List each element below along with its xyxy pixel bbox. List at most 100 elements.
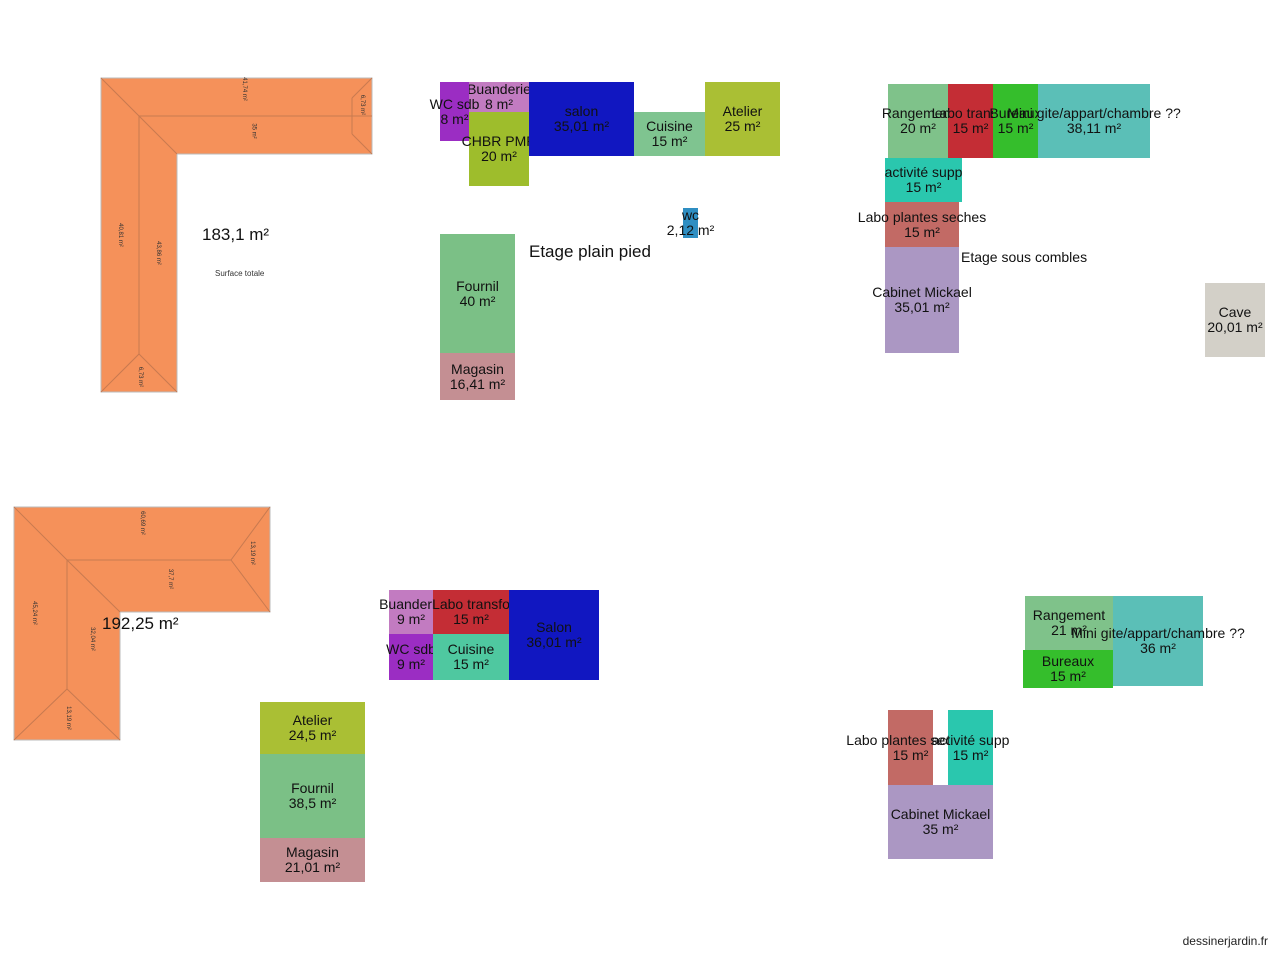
room-area: 36 m² [1140,640,1176,656]
room-bureaux-2[interactable]: Bureaux 15 m² [1023,650,1113,688]
room-area: 2,12 m² [666,222,715,238]
room-area: 9 m² [397,611,425,627]
room-wc-sdb[interactable]: WC sdb 8 m² [430,82,479,141]
room-area: 8 m² [440,110,469,127]
room-area: 20,01 m² [1207,319,1263,335]
room-magasin[interactable]: Magasin 16,41 m² [440,353,515,400]
room-name: Magasin [286,844,339,860]
room-area: 15 m² [952,746,989,763]
floor-label-ground: Etage plain pied [529,242,651,261]
room-area: 15 m² [1050,668,1086,684]
room-area: 38,11 m² [1066,120,1122,136]
room-area: 16,41 m² [449,375,506,392]
room-name: Fournil [291,780,334,796]
room-name: Cuisine [646,118,693,134]
room-name: WC sdb [429,95,480,112]
room-mini-gite-2[interactable]: Mini gite/appart/chambre ?? 36 m² [1071,596,1245,686]
room-labo-transfo[interactable]: Labo transfo 15 m² [932,84,1009,158]
room-name: Atelier [722,103,763,119]
room-area: 8 m² [485,96,513,112]
room-atelier-2[interactable]: Atelier 24,5 m² [260,702,365,754]
room-area: 38,5 m² [288,795,337,811]
room-area: 25 m² [724,118,761,134]
room-name: Labo plantes seches [846,731,975,748]
room-wc[interactable]: wc 2,12 m² [667,207,714,238]
room-area: 35,01 m² [894,299,950,315]
total-area-2: 192,25 m² [102,614,179,633]
room-rangement[interactable]: Rangement 20 m² [882,84,954,158]
room-name: salon [564,103,599,119]
room-area: 21,01 m² [284,859,341,875]
room-bureaux[interactable]: Bureaux 15 m² [989,84,1042,158]
room-area: 15 m² [905,179,942,195]
room-chbr-pmr[interactable]: CHBR PMR 20 m² [462,112,536,186]
brand-watermark: dessinerjardin.fr [1182,934,1268,948]
room-name: Salon [536,619,572,635]
room-name: Magasin [451,360,504,377]
room-cave[interactable]: Cave 20,01 m² [1205,283,1265,357]
room-buanderie[interactable]: Buanderie 8 m² [467,81,531,112]
room-area: 15 m² [904,223,940,240]
room-area: 15 m² [892,746,929,763]
room-area: 15 m² [453,656,489,672]
room-area: 9 m² [397,656,425,672]
room-name: Rangement [1032,607,1106,623]
room-buanderie-2[interactable]: Buanderie 9 m² [379,590,443,634]
room-name: Buanderie [379,596,443,612]
room-cabinet-mickael[interactable]: Cabinet Mickael 35,01 m² [872,247,972,353]
room-area: 15 m² [997,120,1034,136]
room-area: 40 m² [459,292,496,309]
room-name: activité supp [884,164,963,180]
room-name: Labo transfo [432,596,510,612]
total-area-label: Surface totale [215,269,265,278]
room-name: Labo plantes seches [857,208,987,225]
room-salon[interactable]: salon 35,01 m² [529,82,634,156]
room-fournil-2[interactable]: Fournil 38,5 m² [260,754,365,838]
room-area: 20 m² [481,148,517,164]
room-area: 24,5 m² [288,727,337,743]
floor-label-attic: Etage sous combles [961,249,1088,265]
room-name: Cabinet Mickael [890,806,991,822]
room-salon-2[interactable]: Salon 36,01 m² [509,590,599,680]
room-name: Bureaux [1041,653,1095,669]
room-labo-plantes[interactable]: Labo plantes seches 15 m² [858,202,986,247]
room-name: CHBR PMR [461,133,537,149]
room-name: Cuisine [447,641,495,657]
room-name: Mini gite/appart/chambre ?? [1007,105,1181,121]
room-name: Mini gite/appart/chambre ?? [1071,625,1245,641]
room-name: Buanderie [467,81,531,97]
segment-label: 37,7 m² [167,568,174,590]
room-cuisine[interactable]: Cuisine 15 m² [634,112,705,156]
room-area: 21 m² [1051,622,1087,638]
segment-label: 13,19 m² [248,541,255,565]
room-area: 35 m² [922,821,959,837]
room-fournil[interactable]: Fournil 40 m² [440,234,515,353]
room-name: Labo transfo [931,105,1010,121]
room-name: Bureaux [989,105,1042,121]
room-labo-transfo-2[interactable]: Labo transfo 15 m² [432,590,510,634]
room-activite-supp[interactable]: activité supp 15 m² [885,158,962,202]
room-rangement-2[interactable]: Rangement 21 m² [1025,596,1113,650]
room-name: Atelier [292,712,333,728]
room-name: activité supp [931,731,1010,748]
room-atelier[interactable]: Atelier 25 m² [705,82,780,156]
total-area-1: 183,1 m² [202,225,270,244]
room-labo-plantes-2[interactable]: Labo plantes seches 15 m² [846,710,975,785]
room-magasin-2[interactable]: Magasin 21,01 m² [260,838,365,882]
room-area: 36,01 m² [526,634,582,650]
segment-label: 45,24 m² [30,601,37,625]
room-mini-gite[interactable]: Mini gite/appart/chambre ?? 38,11 m² [1007,84,1181,158]
room-area: 15 m² [651,133,688,149]
room-name: Fournil [456,277,499,294]
room-name: wc [681,207,700,223]
room-name: Rangement [881,105,955,121]
room-area: 15 m² [952,120,989,136]
segment-label: 32,04 m² [88,627,95,651]
room-activite-supp-2[interactable]: activité supp 15 m² [932,710,1009,785]
room-cuisine-2[interactable]: Cuisine 15 m² [433,634,509,680]
room-cabinet-mickael-2[interactable]: Cabinet Mickael 35 m² [888,785,993,859]
room-area: 35,01 m² [553,118,610,134]
room-wc-sdb-2[interactable]: WC sdb 9 m² [386,634,436,680]
